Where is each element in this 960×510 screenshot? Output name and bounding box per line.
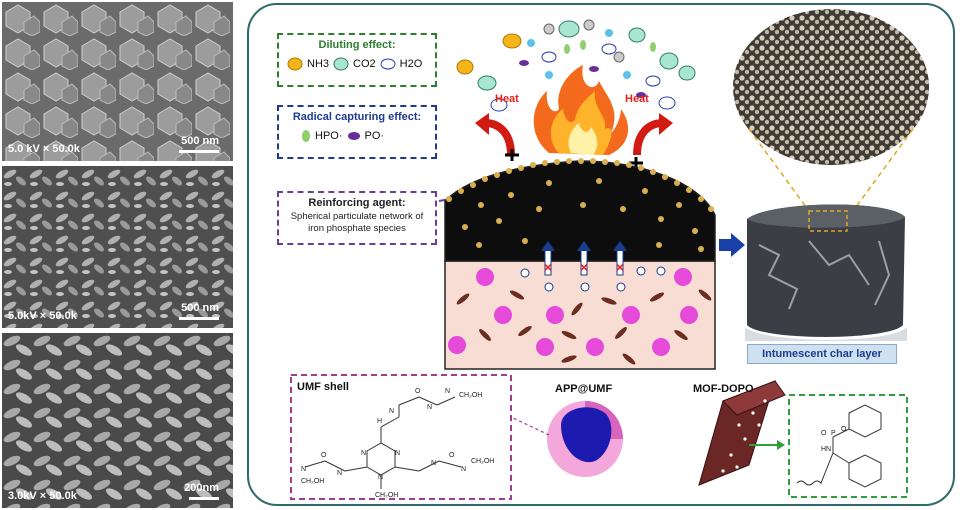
diluting-effect-box: Diluting effect: NH3 CO2 H2O	[277, 33, 437, 87]
svg-text:O: O	[321, 452, 327, 459]
svg-text:N: N	[361, 450, 366, 457]
magnified-char-surface	[733, 9, 929, 212]
svg-text:N: N	[378, 474, 383, 481]
heat-label-right: Heat	[625, 93, 649, 105]
co2-label: CO2	[353, 58, 376, 70]
svg-text:P: P	[831, 430, 836, 437]
reinforcing-agent-text: Spherical particulate network of iron ph…	[290, 211, 424, 234]
svg-text:N: N	[431, 460, 436, 467]
svg-text:N: N	[395, 450, 400, 457]
svg-text:×: ×	[580, 259, 588, 275]
sem-2-scale-bar	[179, 317, 219, 320]
heat-label-left: Heat	[495, 93, 519, 105]
svg-text:N: N	[461, 466, 466, 473]
svg-text:N: N	[389, 408, 394, 415]
po-label: PO·	[364, 130, 385, 142]
sem-texture-1	[2, 2, 233, 161]
hpo-radical-icon	[302, 130, 310, 142]
radical-capturing-title: Radical capturing effect:	[292, 111, 422, 123]
svg-text:N: N	[427, 404, 432, 411]
char-layer-label: Intumescent char layer	[747, 344, 897, 364]
svg-text:N: N	[337, 470, 342, 477]
heat-arrows	[475, 113, 673, 169]
mechanism-panel: Diluting effect: NH3 CO2 H2O Radical cap…	[247, 3, 955, 506]
sem-2-scale-label: 500 nm	[181, 302, 219, 314]
mof-dopo-crystal	[698, 380, 786, 486]
svg-text:CH₂OH: CH₂OH	[301, 478, 324, 485]
app-umf-particle	[510, 401, 623, 477]
reinforcing-agent-title: Reinforcing agent:	[308, 197, 406, 209]
char-layer-photo	[745, 204, 907, 341]
sem-image-3: 3.0kV × 50.0k 200nm	[2, 333, 233, 508]
svg-text:CH₂OH: CH₂OH	[459, 392, 482, 399]
sem-1-scale-label: 500 nm	[181, 135, 219, 147]
svg-text:O: O	[449, 452, 455, 459]
flame-icon	[533, 65, 629, 155]
svg-text:CH₂OH: CH₂OH	[375, 492, 398, 499]
to-char-arrow	[719, 233, 745, 257]
nh3-icon	[287, 57, 303, 71]
sem-3-condition: 3.0kV × 50.0k	[8, 490, 77, 502]
iron-phosphate-particles	[446, 158, 714, 252]
gas-molecules	[456, 19, 696, 112]
h2o-label: H2O	[399, 58, 423, 70]
co2-icon	[333, 57, 349, 71]
diluting-effect-title: Diluting effect:	[318, 39, 396, 51]
svg-text:H: H	[377, 418, 382, 425]
char-layer-cross-section	[444, 160, 716, 370]
po-radical-icon	[347, 132, 360, 140]
svg-text:×: ×	[544, 259, 552, 275]
svg-text:×: ×	[616, 259, 624, 275]
svg-text:HN: HN	[821, 446, 831, 453]
sem-3-scale-bar	[189, 497, 219, 500]
sem-2-condition: 5.0kV × 50.0k	[8, 310, 77, 322]
hpo-label: HPO·	[315, 130, 343, 142]
h2o-icon	[380, 58, 396, 70]
svg-text:CH₂OH: CH₂OH	[471, 458, 494, 465]
blocked-transfer-arrows: × × ×	[541, 241, 627, 276]
nh3-label: NH3	[307, 58, 330, 70]
dopo-structure	[796, 404, 882, 488]
sem-image-1: 5.0 kV × 50.0k 500 nm	[2, 2, 233, 161]
umf-shell-structure	[304, 396, 462, 489]
mechanism-drawing: × × ×	[290, 9, 929, 500]
svg-text:N: N	[301, 466, 306, 473]
umf-shell-title: UMF shell	[297, 381, 349, 393]
radical-capturing-box: Radical capturing effect: HPO· PO·	[277, 105, 437, 159]
app-umf-label: APP@UMF	[555, 383, 613, 395]
sem-image-2: 5.0kV × 50.0k 500 nm	[2, 166, 233, 328]
reinforcing-agent-box: Reinforcing agent: Spherical particulate…	[277, 191, 437, 245]
svg-text:O: O	[415, 388, 421, 395]
diluting-effect-items: NH3 CO2 H2O	[279, 57, 435, 71]
svg-text:O: O	[841, 426, 847, 433]
sem-3-scale-label: 200nm	[184, 482, 219, 494]
sem-1-scale-bar	[179, 150, 219, 153]
radical-items: HPO· PO·	[279, 129, 435, 143]
mof-dopo-label: MOF-DOPO	[693, 383, 754, 395]
sem-texture-3	[2, 333, 233, 508]
svg-text:N: N	[445, 388, 450, 395]
sem-texture-2	[2, 166, 233, 328]
substrate-contents	[448, 266, 712, 365]
sem-1-condition: 5.0 kV × 50.0k	[8, 143, 80, 155]
svg-text:O: O	[821, 430, 827, 437]
